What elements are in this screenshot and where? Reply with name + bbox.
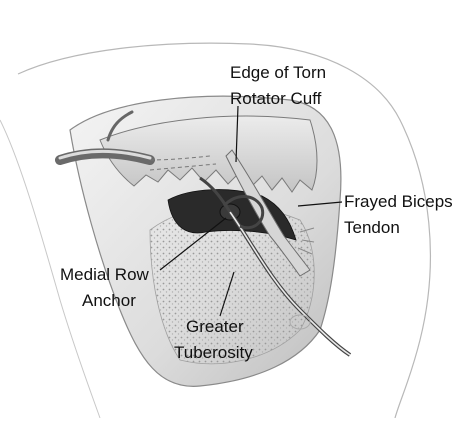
instrument-shaft-highlight (58, 149, 152, 160)
biceps-tendon-fray (297, 227, 315, 255)
leader-edge-torn-cuff (235, 105, 239, 163)
biceps-tendon (225, 149, 311, 277)
label-tuberosity-line2: Tuberosity (174, 343, 253, 362)
suture-loop (222, 195, 265, 230)
suture-strand-2 (199, 176, 232, 213)
skin-outline (17, 42, 431, 419)
skin-outline-left (0, 119, 101, 419)
suture-arc (106, 110, 134, 142)
leader-medial-anchor (159, 217, 227, 271)
label-tuberosity-line1: Greater (186, 317, 244, 336)
label-edge-torn-line1: Edge of Torn (230, 63, 326, 82)
leader-greater-tuberosity (219, 271, 235, 317)
label-anchor-line1: Medial Row (60, 265, 150, 284)
label-biceps-line1: Frayed Biceps (344, 192, 453, 211)
instrument-shaft (55, 148, 155, 165)
label-biceps-line2: Tendon (344, 218, 400, 237)
rotator-cuff-flap (99, 115, 318, 193)
skin-mark (289, 314, 311, 330)
suture-strand-1-inner (229, 211, 351, 356)
label-anchor-line2: Anchor (82, 291, 136, 310)
suture-dashed-1 (149, 155, 211, 161)
leader-frayed-biceps (297, 201, 343, 207)
label-edge-torn-line2: Rotator Cuff (230, 89, 322, 108)
